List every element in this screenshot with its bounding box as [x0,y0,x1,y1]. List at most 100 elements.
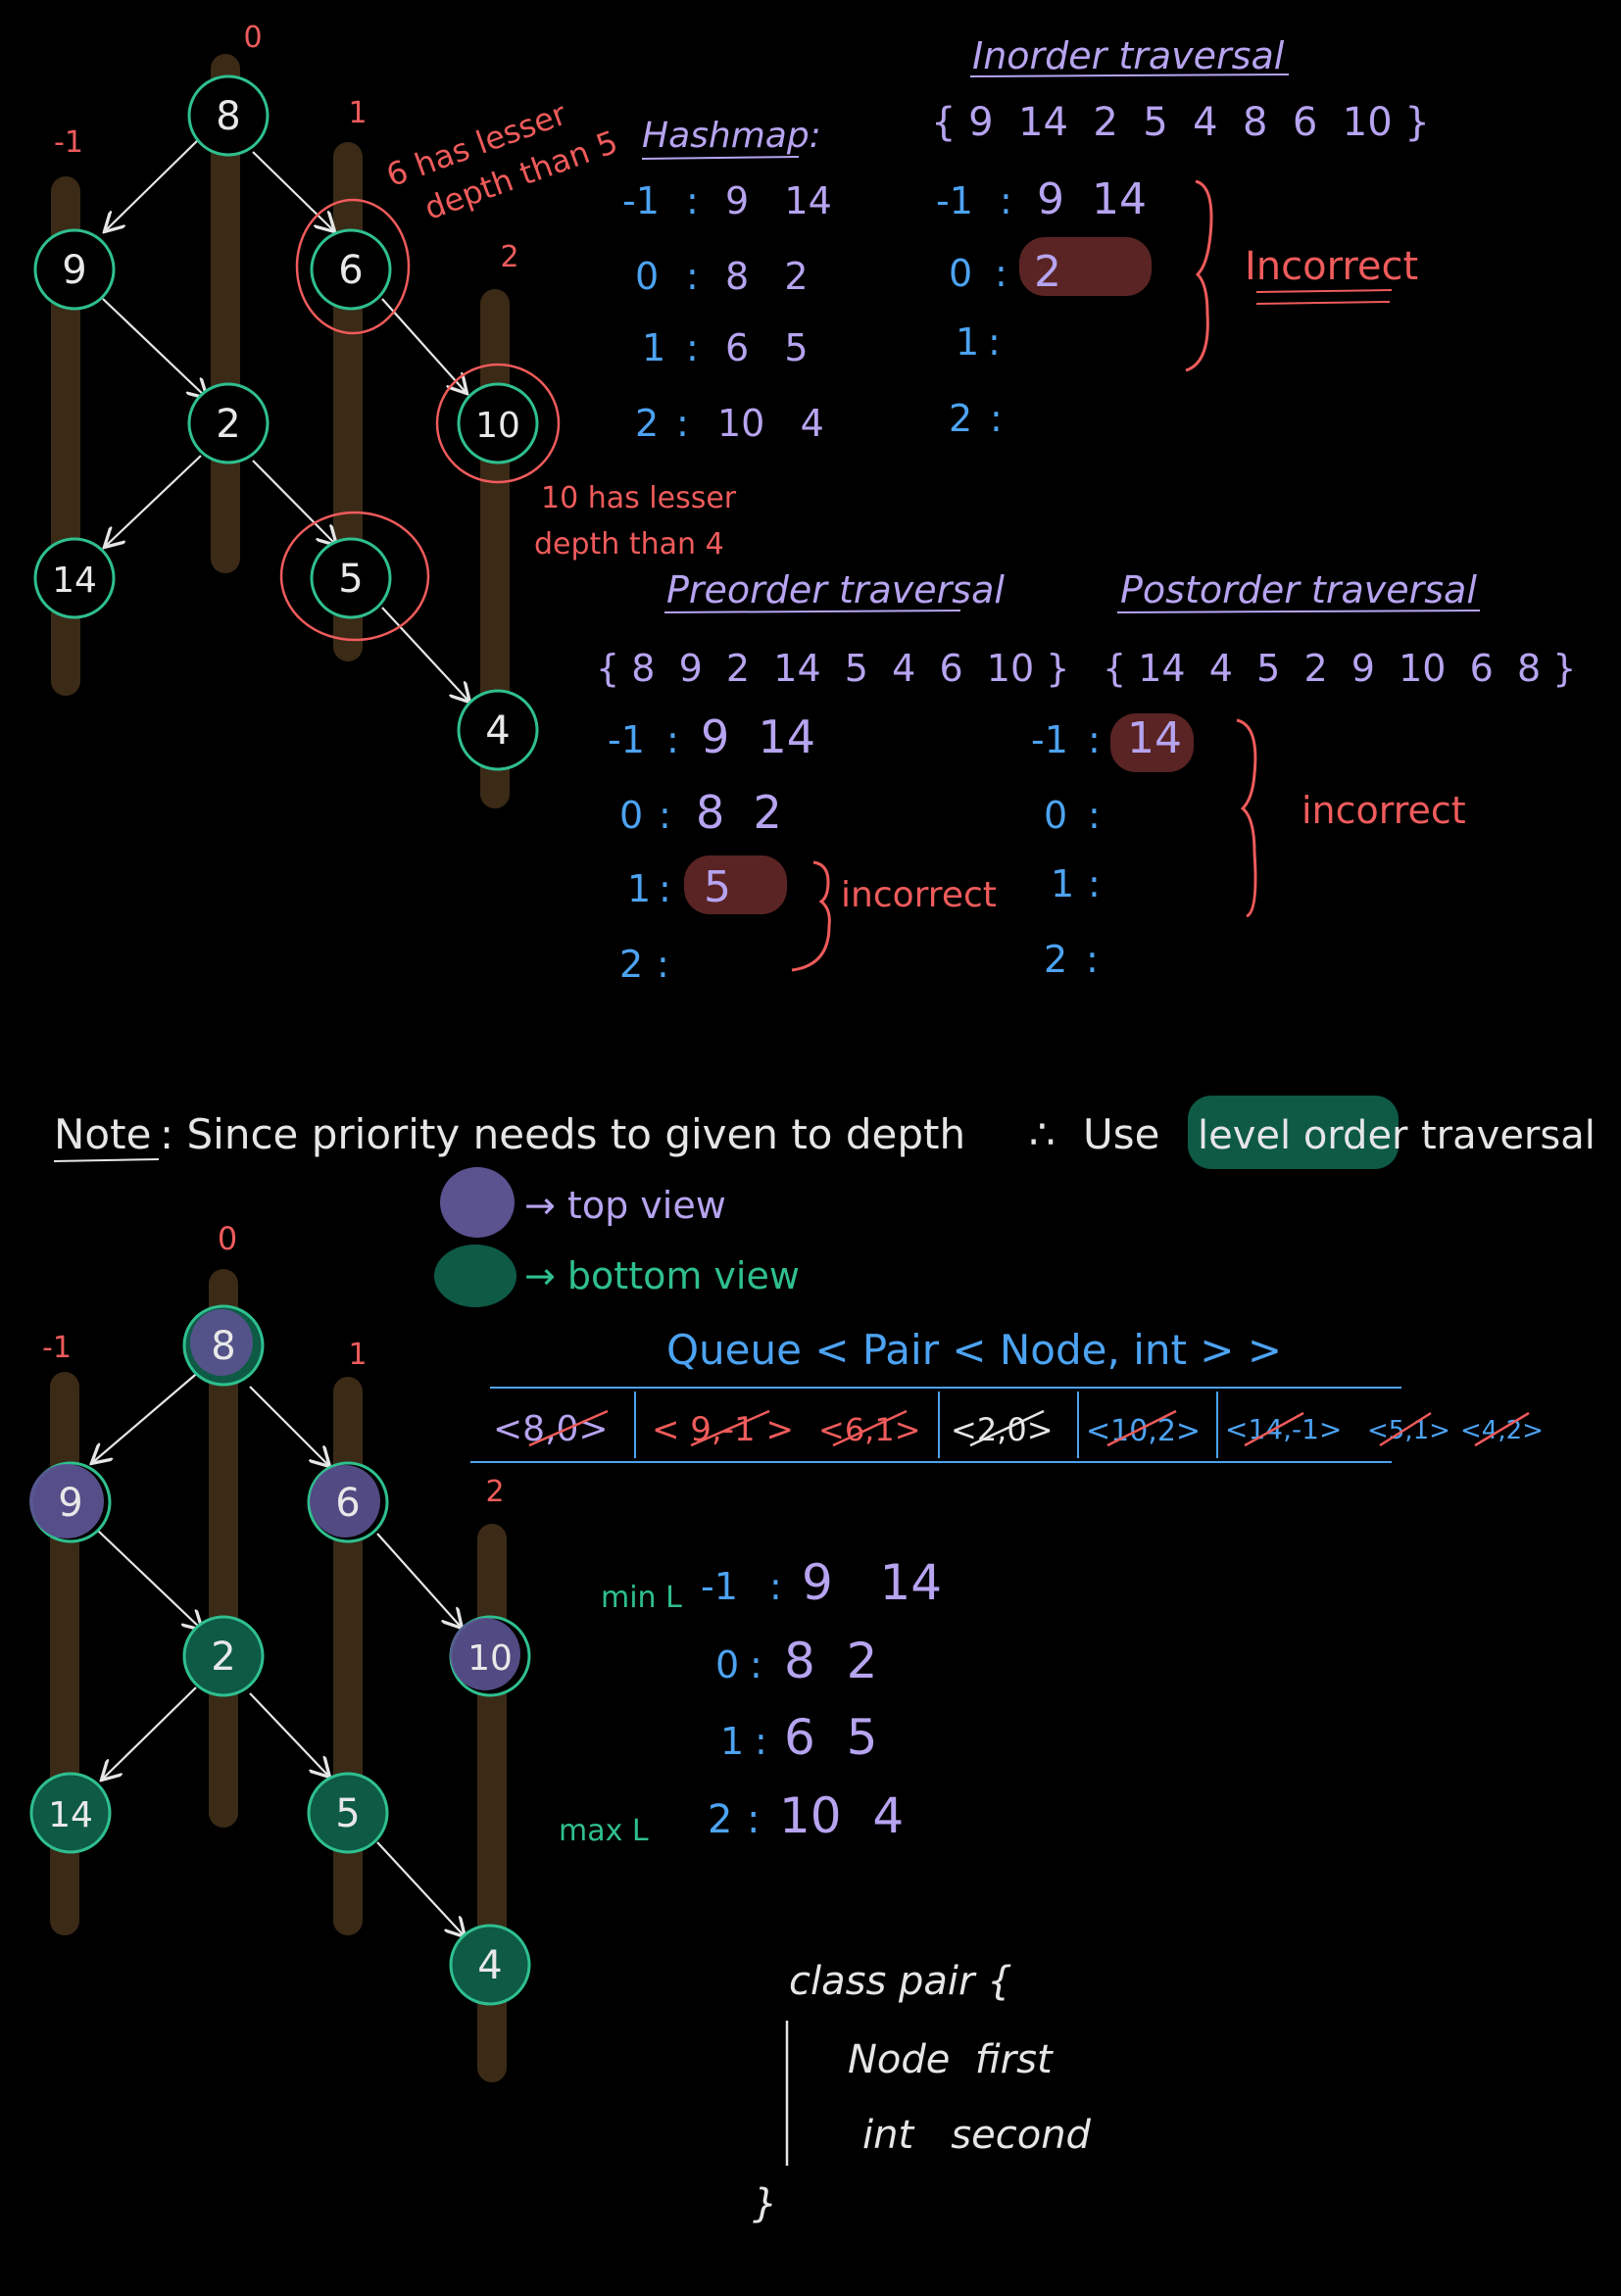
node-label: 8 [216,94,240,139]
row-values: 10 4 [779,1787,904,1844]
column-label: 2 [485,1475,504,1509]
postorder-row: 1 : [1051,862,1101,905]
queue-item: <8,0> [493,1409,609,1449]
tree-edges [93,1369,464,1935]
inorder-section: Inorder traversal { 9 14 2 5 4 8 6 10 } … [931,34,1430,440]
postorder-row: -1 : 14 [1031,713,1182,763]
row-key: 0 [635,255,659,298]
row-sep: : [1088,794,1101,837]
result-row: 0 : 8 2 [715,1633,877,1689]
node-label: 8 [211,1324,235,1369]
inorder-sequence: { 9 14 2 5 4 8 6 10 } [931,100,1430,145]
highlight-mark [1019,237,1152,296]
node-label: 14 [48,1795,93,1835]
row-sep: : [769,1565,782,1608]
queue-section: Queue < Pair < Node, int > > <8,0> < 9,-… [470,1326,1544,1463]
row-key: -1 [608,718,645,761]
row-key: 1 [627,867,651,910]
note-line: Note : Since priority needs to given to … [53,1096,1596,1169]
preorder-title: Preorder traversal [666,568,1005,611]
row-key: -1 [936,179,973,222]
note-text: Use [1083,1110,1159,1158]
note-label: Note [54,1110,151,1158]
node-label: 2 [216,402,240,447]
tree-node: 9 [29,1461,112,1543]
postorder-row: 2 : [1044,938,1099,981]
row-sep: : [686,255,699,298]
annotation-line: depth than 4 [534,527,724,562]
row-key: 2 [708,1797,732,1842]
hashmap-row: 2 : 10 4 [635,402,824,445]
row-key: -1 [1031,718,1068,761]
highlight-ring-10 [435,363,561,484]
row-sep: : [750,1643,762,1686]
postorder-row: 0 : [1044,794,1101,837]
tree-node: 8 [187,74,270,157]
tree-node: 2 [182,1615,265,1697]
note-text: traversal [1421,1113,1596,1158]
result-row: -1 : 9 14 [701,1554,942,1611]
queue-item-label: <14,-1> [1225,1413,1342,1445]
curly-brace [1236,718,1257,918]
row-values: 8 2 [696,786,782,839]
annotation-6: 6 has lesser depth than 5 [381,94,622,226]
inorder-row: 1 : [956,320,1001,364]
row-values: 5 [704,862,731,912]
preorder-row: -1 : 9 14 [608,710,815,763]
code-snippet: class pair { Node first int second } [753,1959,1092,2226]
row-key: 0 [949,252,972,295]
row-values: 9 14 [1037,174,1147,224]
inorder-row: 2 : [949,397,1003,440]
inorder-row: -1 : 9 14 [936,174,1147,224]
queue-item: <4,2> [1460,1411,1544,1447]
column-label: 1 [348,96,367,130]
queue-item: < 9,-1 > [652,1409,794,1449]
queue-item-label: <5,1> [1367,1416,1450,1445]
queue-item-label: < 9,-1 > [652,1410,794,1449]
tree-node: 10 [449,1615,531,1697]
column-label: 0 [243,21,262,55]
preorder-row: 1 : 5 [627,862,731,912]
node-label: 4 [485,708,510,754]
inorder-title: Inorder traversal [972,34,1285,77]
code-line: class pair { [789,1959,1012,2004]
queue-item-label: <10,2> [1086,1414,1201,1448]
row-values: 9 14 [701,710,815,763]
row-sep: : [659,794,671,837]
row-values: 14 [1127,713,1182,763]
top-view-swatch [440,1167,515,1238]
row-sep: : [747,1797,760,1842]
code-line: } [753,2181,777,2226]
row-sep: : [755,1720,767,1763]
row-key: 2 [949,397,972,440]
column-label: -1 [54,125,83,160]
verdict-label: incorrect [1302,789,1466,832]
row-key: 1 [1051,862,1074,905]
row-sep: : [990,397,1003,440]
tree-node: 4 [449,1924,531,2006]
result-table: min L max L -1 : 9 14 0 : 8 2 1 : 6 5 2 … [559,1554,942,1848]
tree-edges [103,136,468,701]
queue-item: <6,1> [818,1409,921,1448]
column-label: 1 [348,1338,367,1372]
code-line: int second [862,2113,1092,2158]
node-label: 10 [467,1638,513,1679]
tree-node: 10 [457,382,539,464]
row-sep: : [988,320,1001,364]
verdict-label: incorrect [841,875,997,915]
annotation-line: 10 has lesser [541,481,737,515]
row-sep: : [1086,938,1099,981]
tree-node: 6 [307,1461,389,1543]
row-sep: : [1000,179,1012,222]
queue-item-label: <4,2> [1460,1416,1544,1445]
tree-node: 2 [187,382,270,464]
row-sep: : [1088,718,1101,761]
legend-bottom-label: → bottom view [524,1254,800,1297]
node-label: 5 [335,1791,360,1836]
row-key: 1 [720,1720,744,1763]
therefore-symbol: ∴ [1029,1110,1056,1158]
row-key: 1 [956,320,979,364]
node-label: 9 [62,248,86,293]
column-label: 0 [218,1220,237,1257]
